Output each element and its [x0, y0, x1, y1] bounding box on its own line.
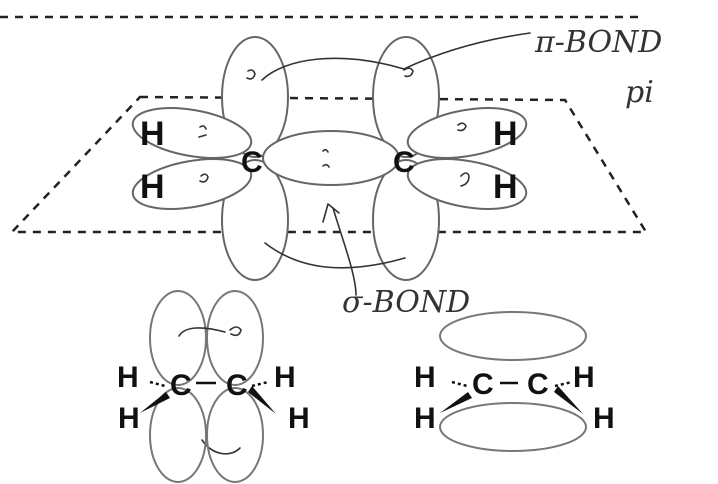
pi-label-leader [403, 32, 531, 70]
bottom-left-right-bottom-lobe [206, 387, 264, 483]
sigma-arrow-head [322, 203, 340, 223]
handwritten-labels: π-BOND pi σ-BOND [342, 25, 662, 320]
bottom-right-right-wedge [554, 386, 583, 414]
bottom-right-upper-right-hydrogen: H [573, 361, 595, 394]
bottom-left-left-wedge [140, 392, 170, 413]
bottom-left-right-wedge [248, 386, 276, 414]
pi-overlap-arrow [261, 57, 405, 81]
right-upper-sp2-orbital [406, 107, 528, 159]
bottom-right-left-carbon: C [472, 368, 494, 401]
bottom-left-upper-right-hydrogen: H [274, 361, 296, 394]
sp2-orbital-diagram: H H C C H H [131, 36, 528, 281]
right-carbon: C [393, 146, 415, 179]
upper-pi-cloud [439, 311, 587, 361]
left-carbon: C [241, 146, 263, 179]
bottom-right-right-hash-bond [554, 380, 573, 388]
pi-overlap-diagram: H H C C H H [117, 290, 310, 483]
bottom-right-right-carbon: C [527, 368, 549, 401]
upper-left-hydrogen: H [140, 115, 165, 153]
bottom-left-lower-right-hydrogen: H [288, 402, 310, 435]
sigma-label-leader [332, 207, 357, 296]
bottom-right-left-hash-bond [451, 380, 468, 388]
sigma-bond-label: σ-BOND [342, 285, 470, 320]
carbon-carbon-sigma-orbital [262, 130, 400, 186]
bottom-left-right-hash-bond [251, 380, 269, 388]
bottom-left-pi-overlap-arrow [178, 327, 226, 337]
left-upper-sp2-orbital [131, 107, 253, 159]
bottom-left-upper-left-hydrogen: H [117, 361, 139, 394]
lower-right-hydrogen: H [493, 168, 518, 206]
bottom-left-right-top-lobe [206, 290, 264, 386]
lower-left-hydrogen: H [140, 168, 165, 206]
upper-right-hydrogen: H [493, 115, 518, 153]
left-lower-sp2-orbital [131, 158, 253, 210]
bottom-left-left-hash-bond [149, 380, 166, 388]
right-lower-sp2-orbital [406, 158, 528, 210]
lower-pi-cloud [439, 402, 587, 452]
bottom-left-left-carbon: C [170, 369, 192, 402]
sigma-overlap-arrow [264, 242, 406, 269]
bottom-right-lower-right-hydrogen: H [593, 402, 615, 435]
bottom-left-electron-mark [229, 326, 242, 337]
molecular-plane [0, 15, 649, 234]
pi-word-label: pi [625, 75, 654, 110]
bottom-left-lower-left-hydrogen: H [118, 402, 140, 435]
pi-bond-label: π-BOND [534, 25, 662, 60]
bottom-left-right-carbon: C [226, 369, 248, 402]
electron-marks [198, 67, 470, 187]
bottom-right-lower-left-hydrogen: H [414, 402, 436, 435]
pi-bond-cloud-diagram: H H C C H H [414, 311, 615, 452]
bottom-right-upper-left-hydrogen: H [414, 361, 436, 394]
bottom-right-left-wedge [440, 392, 472, 413]
